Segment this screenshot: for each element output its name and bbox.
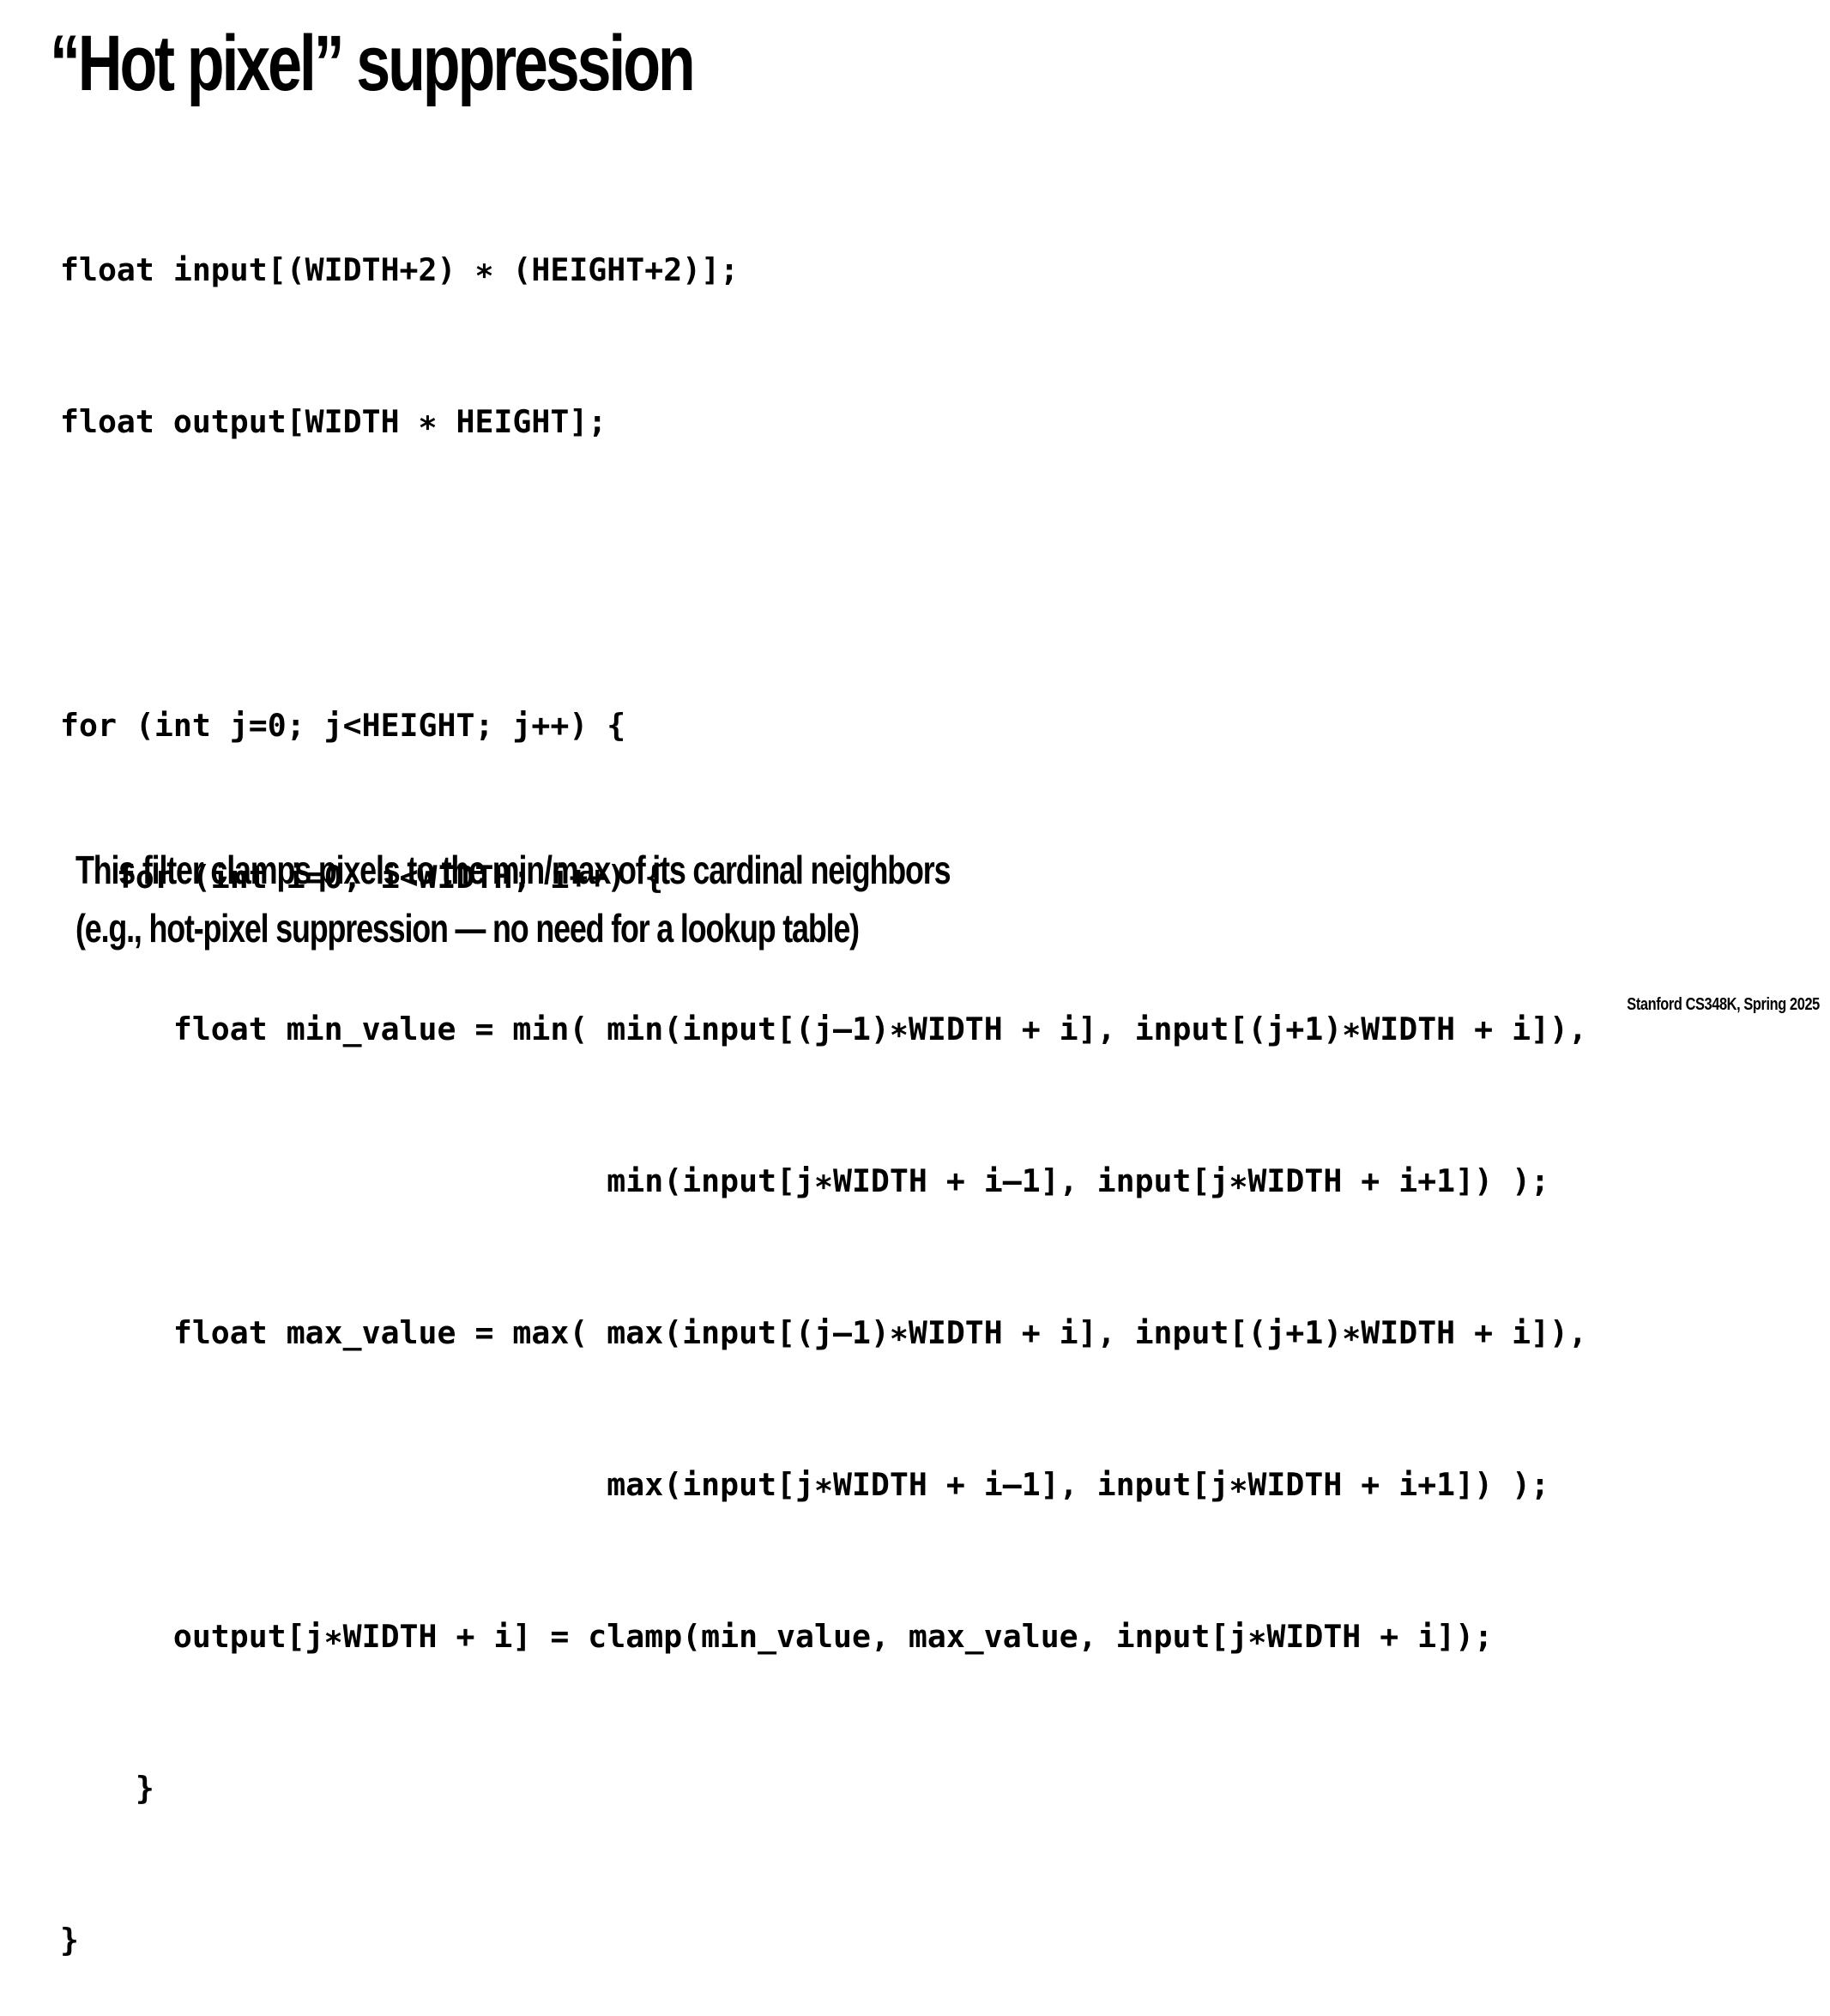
code-line-clamp-output: output[j∗WIDTH + i] = clamp(min_value, m… [60,1618,1494,1655]
slide-title: “Hot pixel” suppression [50,20,696,107]
code-line-min-value-2: min(input[j∗WIDTH + i–1], input[j∗WIDTH … [60,1162,1550,1199]
course-footer: Stanford CS348K, Spring 2025 [1627,995,1820,1014]
caption: This filter clamps pixels to the min/max… [75,841,951,957]
code-line-input-decl: float input[(WIDTH+2) ∗ (HEIGHT+2)]; [60,251,740,288]
code-line-outer-close-brace: } [60,1922,79,1959]
code-line-max-value-1: float max_value = max( max(input[(j–1)∗W… [60,1314,1587,1351]
code-block: float input[(WIDTH+2) ∗ (HEIGHT+2)]; flo… [60,143,1587,2016]
code-line-inner-close-brace: } [60,1770,154,1807]
code-line-outer-loop: for (int j=0; j<HEIGHT; j++) { [60,707,626,744]
caption-line-2: (e.g., hot-pixel suppression — no need f… [75,906,860,951]
code-line-output-decl: float output[WIDTH ∗ HEIGHT]; [60,403,607,440]
code-line-blank [60,548,1587,599]
code-line-inner-loop: for (int i=0; i<WIDTH; i++) { [60,859,664,896]
code-line-max-value-2: max(input[j∗WIDTH + i–1], input[j∗WIDTH … [60,1466,1550,1503]
caption-line-1: This filter clamps pixels to the min/max… [75,848,951,892]
